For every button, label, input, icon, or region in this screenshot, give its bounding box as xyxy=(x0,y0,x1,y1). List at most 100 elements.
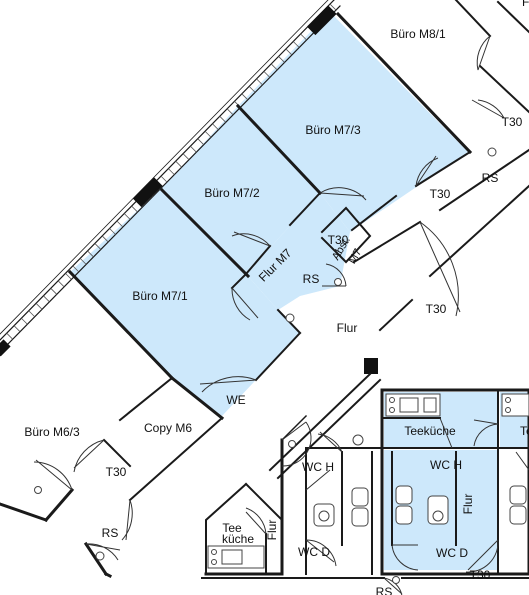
facade-mullion xyxy=(87,250,94,258)
door-marks: T30 RS T30 T30 RS T30 WE T30 RS T30 RS xyxy=(102,115,523,595)
label-buero-m6-3: Büro M6/3 xyxy=(24,425,80,439)
door-swing-icon[interactable] xyxy=(199,376,257,393)
facade-mullion xyxy=(101,235,109,243)
facade-mullion xyxy=(6,332,13,340)
label-teekueche-small-2: küche xyxy=(222,532,254,546)
door-swing-icon[interactable] xyxy=(439,417,453,449)
label-teekueche: Teeküche xyxy=(404,424,456,438)
facade-mullion xyxy=(256,78,263,86)
rs-marker-icon xyxy=(285,313,295,323)
door-swing-icon[interactable] xyxy=(465,539,499,573)
door-swing-icon[interactable] xyxy=(305,539,337,567)
toilet-icon xyxy=(509,505,527,525)
room-m7-2[interactable] xyxy=(162,106,320,274)
stove-icon xyxy=(505,397,511,403)
room-flur-m7[interactable] xyxy=(246,193,350,310)
facade-mullion xyxy=(241,93,249,101)
door-swing-icon[interactable] xyxy=(281,421,312,467)
door-swing-icon[interactable] xyxy=(85,543,121,561)
mark-t30-top-right: T30 xyxy=(502,115,523,129)
label-teekueche-right: Te xyxy=(520,424,529,438)
label-wc-d-left: WC D xyxy=(298,545,330,559)
mark-we: WE xyxy=(226,393,245,407)
mark-rs-flur-m7: RS xyxy=(303,272,320,286)
facade-mullion xyxy=(109,228,116,235)
door-swing-icon[interactable] xyxy=(231,287,259,321)
facade-mullion xyxy=(226,108,234,116)
mark-t30-bottom: T30 xyxy=(470,568,491,582)
rs-marker-icon xyxy=(34,486,42,494)
facade-mullion xyxy=(79,258,87,265)
door-swing-icon[interactable] xyxy=(317,431,343,453)
door-swing-icon[interactable] xyxy=(33,459,73,491)
facade-mullion xyxy=(50,288,58,295)
door-swing-icon[interactable] xyxy=(322,263,347,287)
sink-icon xyxy=(423,397,437,413)
label-flur-right: Flur xyxy=(461,494,475,515)
label-copy-m6: Copy M6 xyxy=(144,421,192,435)
facade-mullion xyxy=(219,115,227,123)
facade-mullion xyxy=(168,168,175,175)
door-swing-icon[interactable] xyxy=(473,419,499,447)
toilet-icon xyxy=(509,485,527,505)
mark-t30-abst: T30 xyxy=(328,233,349,247)
label-wc-d-right: WC D xyxy=(436,546,468,560)
facade-mullion xyxy=(182,153,190,160)
room-m7-3[interactable] xyxy=(238,12,468,232)
rs-marker-icon xyxy=(334,278,342,286)
door-swing-icon[interactable] xyxy=(391,544,419,571)
door-swing-icon[interactable] xyxy=(319,187,367,201)
mark-rs-top-right: RS xyxy=(482,171,499,185)
stove-icon xyxy=(211,559,217,565)
label-buero-m8-1: Büro M8/1 xyxy=(390,27,446,41)
facade-mullion xyxy=(13,325,21,333)
door-swing-icon[interactable] xyxy=(305,469,331,491)
door-swing-icon[interactable] xyxy=(415,155,439,187)
door-swing-icon[interactable] xyxy=(383,577,403,595)
door-swing-icon[interactable] xyxy=(73,439,105,473)
facade xyxy=(0,0,378,374)
facade-mullion xyxy=(131,205,138,213)
door-swing-icon[interactable] xyxy=(245,507,267,535)
kitchen-counter-icon xyxy=(501,393,529,417)
column xyxy=(306,5,337,36)
facade-mullion xyxy=(160,175,168,183)
door-swing-icon[interactable] xyxy=(476,35,491,71)
room-m7-1[interactable] xyxy=(70,188,300,416)
mark-t30-m7-3: T30 xyxy=(430,187,451,201)
sink-icon xyxy=(352,434,364,446)
door-swing-icon[interactable] xyxy=(231,231,271,247)
column xyxy=(132,177,163,208)
label-wc-h-right: WC H xyxy=(430,458,462,472)
toilet-icon xyxy=(395,505,413,525)
facade-mullion xyxy=(28,310,36,318)
facade-mullion xyxy=(43,295,50,303)
sink-icon xyxy=(432,510,444,522)
rs-marker-icon xyxy=(392,576,400,584)
mark-rs-m6: RS xyxy=(102,526,119,540)
sink-icon xyxy=(399,397,419,413)
column xyxy=(0,339,11,357)
facade-mullion xyxy=(270,63,278,71)
facade-mullion xyxy=(300,33,307,41)
door-swing-icon[interactable] xyxy=(515,451,529,471)
rs-marker-icon xyxy=(95,551,105,561)
walls xyxy=(0,0,529,579)
rs-markers xyxy=(34,147,497,584)
facade-mullion xyxy=(329,3,337,11)
facade-mullion xyxy=(116,220,124,228)
label-buero-m7-1: Büro M7/1 xyxy=(132,289,188,303)
facade-mullion xyxy=(190,145,197,153)
facade-mullion xyxy=(65,273,72,280)
door-swing-icon[interactable] xyxy=(471,99,505,119)
rs-marker-icon xyxy=(288,440,296,448)
facade-mullion xyxy=(292,41,300,48)
sink-icon xyxy=(221,549,243,565)
door-swing-icon[interactable] xyxy=(121,499,133,541)
facade-mullion xyxy=(278,56,285,63)
door-swing-icon[interactable] xyxy=(419,221,461,317)
door-swings xyxy=(33,35,529,595)
mark-t30-copy: T30 xyxy=(106,465,127,479)
facade-mullion xyxy=(123,213,131,220)
